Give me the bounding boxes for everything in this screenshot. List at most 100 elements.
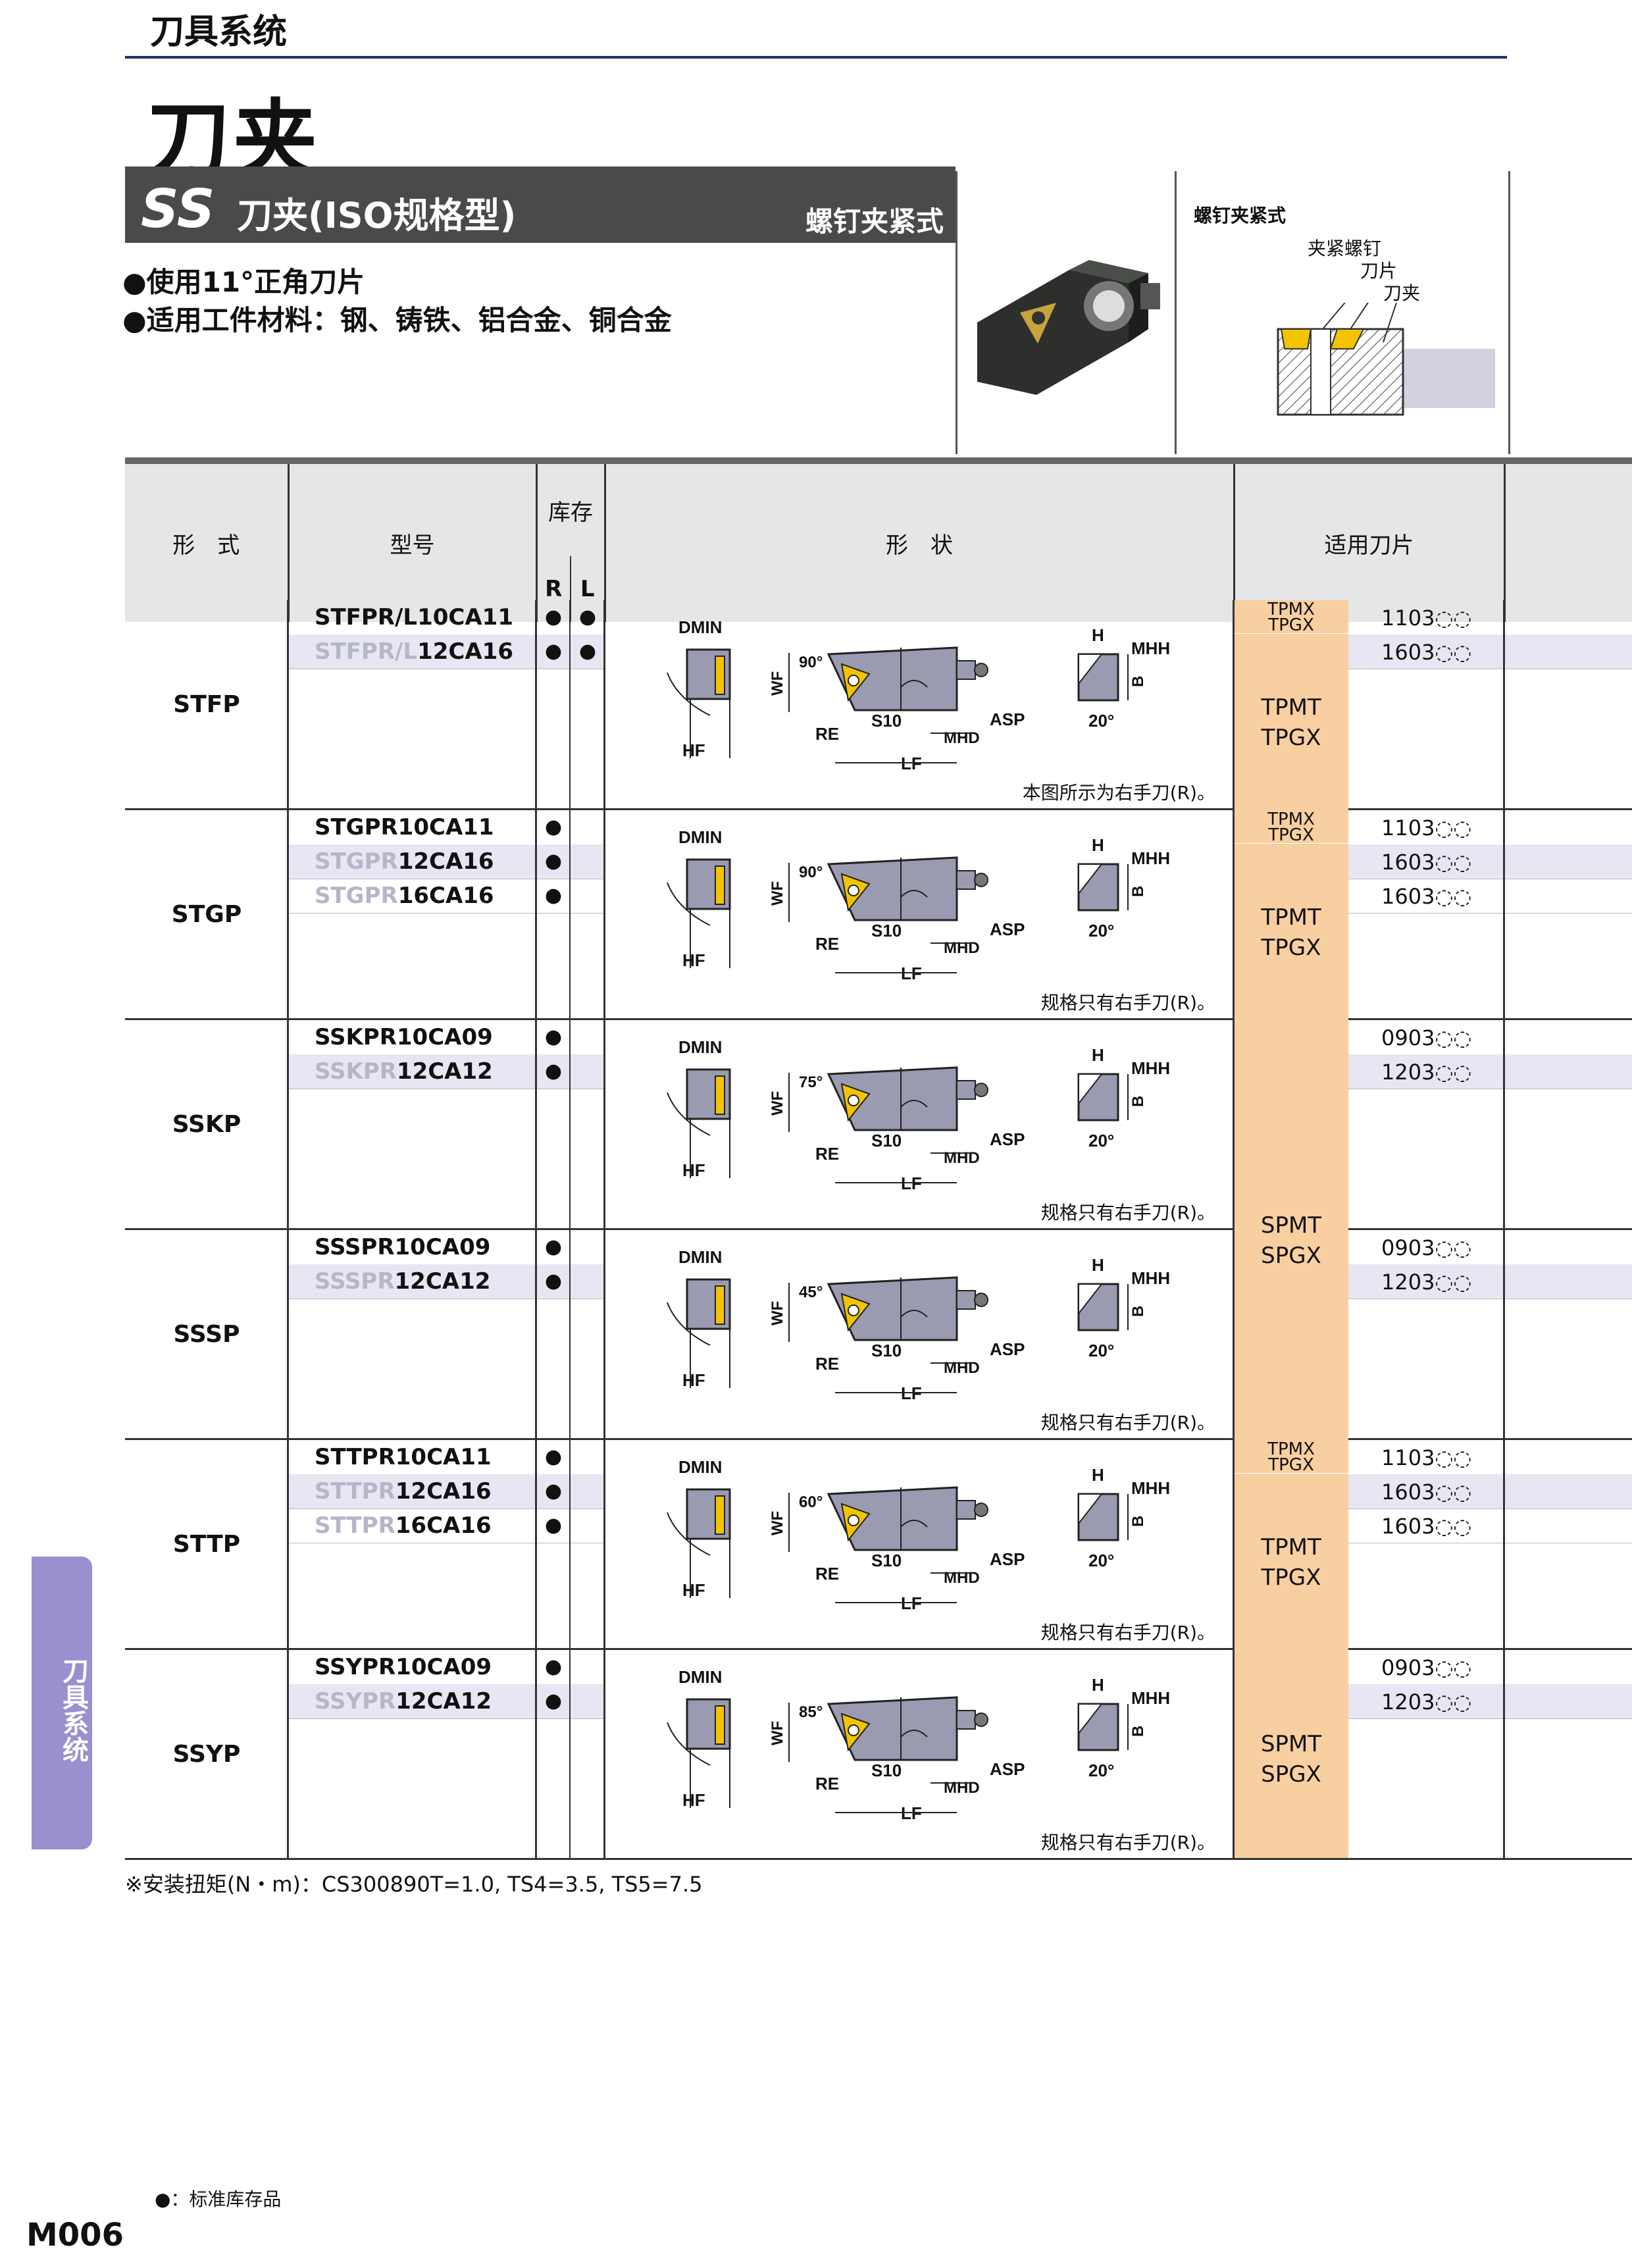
svg-text:H: H	[1092, 835, 1104, 855]
group-separator	[125, 1018, 1234, 1020]
insert-grade: TPMX	[1267, 1439, 1315, 1459]
stock-r: ●	[544, 1445, 563, 1468]
svg-text:85°: 85°	[799, 1703, 823, 1721]
svg-text:H: H	[1092, 1465, 1104, 1485]
svg-text:ASP: ASP	[990, 1759, 1025, 1779]
svg-text:DMIN: DMIN	[678, 1247, 722, 1267]
row-shade	[1348, 634, 1632, 669]
svg-text:WF: WF	[769, 881, 786, 906]
insert-grade: TPGX	[1261, 935, 1321, 961]
model-number: STGPR10CA11	[315, 814, 494, 840]
row-shade	[288, 844, 605, 879]
model-prefix: SSYPR	[315, 1688, 396, 1714]
insert-grade: TPMT	[1261, 904, 1321, 931]
column-line	[569, 600, 571, 1860]
header-rule	[125, 56, 1507, 59]
insert-grade: SPGX	[1261, 1243, 1321, 1269]
model-prefix: STGPR	[315, 883, 398, 909]
model-code: 16CA16	[395, 1512, 492, 1539]
svg-text:WF: WF	[769, 671, 786, 696]
svg-text:90°: 90°	[799, 863, 823, 881]
insert-grade: TPGX	[1261, 1564, 1321, 1591]
group-separator	[1348, 1438, 1632, 1440]
svg-text:B: B	[1129, 1096, 1147, 1107]
stock-r: ●	[544, 640, 563, 663]
row-shade	[1348, 1054, 1632, 1089]
model-prefix: SSSPR	[315, 1268, 395, 1295]
drawing-caption: 规格只有右手刀(R)。	[1040, 992, 1215, 1014]
model-code: SSSPR10CA09	[315, 1234, 491, 1260]
svg-text:H: H	[1092, 625, 1104, 645]
insert-size: 1103◌◌	[1381, 1445, 1472, 1470]
svg-text:ASP: ASP	[990, 1129, 1025, 1149]
svg-text:WF: WF	[769, 1721, 786, 1745]
model-code: STGPR10CA11	[315, 814, 494, 840]
header-insert: 适用刀片	[1234, 457, 1506, 622]
row-line	[1348, 1508, 1632, 1509]
group-separator	[125, 1228, 1234, 1230]
row-shade	[1348, 844, 1632, 879]
svg-text:20°: 20°	[1088, 921, 1114, 941]
insert-grade: TPGX	[1268, 1455, 1314, 1475]
svg-text:90°: 90°	[799, 654, 823, 671]
stock-r: ●	[544, 1025, 563, 1048]
page-number: M006	[26, 2217, 124, 2254]
side-tab[interactable]: 刀具系统	[32, 1557, 92, 1849]
svg-text:20°: 20°	[1088, 1131, 1114, 1150]
insert-size: 0903◌◌	[1381, 1655, 1472, 1680]
diagram-label-insert: 刀片	[1360, 260, 1398, 282]
model-code: SSYPR10CA09	[315, 1654, 492, 1680]
svg-text:MHD: MHD	[944, 1569, 980, 1587]
insert-size: 1103◌◌	[1381, 815, 1472, 840]
svg-text:B: B	[1129, 1726, 1147, 1737]
svg-text:MHD: MHD	[944, 1149, 980, 1167]
model-number: SSYPR12CA12	[315, 1688, 492, 1714]
svg-text:S10: S10	[871, 921, 902, 941]
drawing-caption: 规格只有右手刀(R)。	[1040, 1622, 1215, 1643]
svg-text:WF: WF	[769, 1301, 786, 1326]
svg-text:RE: RE	[815, 934, 839, 954]
row-line	[288, 1718, 605, 1719]
header-blank	[1504, 457, 1632, 622]
svg-text:WF: WF	[769, 1091, 786, 1116]
holder-type: SSKP	[172, 1110, 242, 1138]
svg-text:DMIN: DMIN	[678, 827, 722, 847]
insert-grade-main: TPMT TPGX	[1234, 692, 1348, 753]
row-shade	[288, 1474, 605, 1508]
model-prefix: STFPR/L	[315, 638, 418, 665]
insert-size: 0903◌◌	[1381, 1235, 1472, 1260]
column-line	[603, 600, 605, 1860]
row-shade	[1348, 1474, 1632, 1508]
row-shade	[1348, 1684, 1632, 1718]
drawing-caption: 规格只有右手刀(R)。	[1040, 1412, 1215, 1433]
svg-text:MHH: MHH	[1131, 1058, 1170, 1078]
insert-grade: TPMT	[1261, 694, 1321, 721]
clamp-diagram: 螺钉夹紧式 夹紧螺钉 刀片 刀夹	[1173, 171, 1510, 454]
group-separator	[125, 1648, 1234, 1650]
insert-grade: SPGX	[1261, 1761, 1321, 1788]
holder-spec-table: 形 式 型号 库存 形 状 适用刀片 R L	[125, 457, 1632, 622]
svg-text:MHH: MHH	[1131, 638, 1170, 658]
model-number: STGPR12CA16	[315, 848, 494, 875]
torque-footnote: ※安装扭矩(N・m)：CS300890T=1.0, TS4=3.5, TS5=7…	[125, 1872, 703, 1897]
svg-text:DMIN: DMIN	[678, 617, 722, 637]
row-line	[288, 1508, 605, 1509]
row-line	[1348, 913, 1632, 914]
model-number: STTPR12CA16	[315, 1478, 492, 1505]
model-number: STGPR16CA16	[315, 883, 494, 909]
table-bottom	[125, 1858, 1504, 1860]
svg-text:ASP: ASP	[990, 919, 1025, 939]
insert-grade: TPGX	[1261, 725, 1321, 751]
insert-grade: SPMT	[1260, 1212, 1322, 1239]
svg-text:45°: 45°	[799, 1283, 823, 1301]
product-photo	[956, 171, 1177, 454]
insert-size: 1603◌◌	[1381, 1514, 1472, 1539]
